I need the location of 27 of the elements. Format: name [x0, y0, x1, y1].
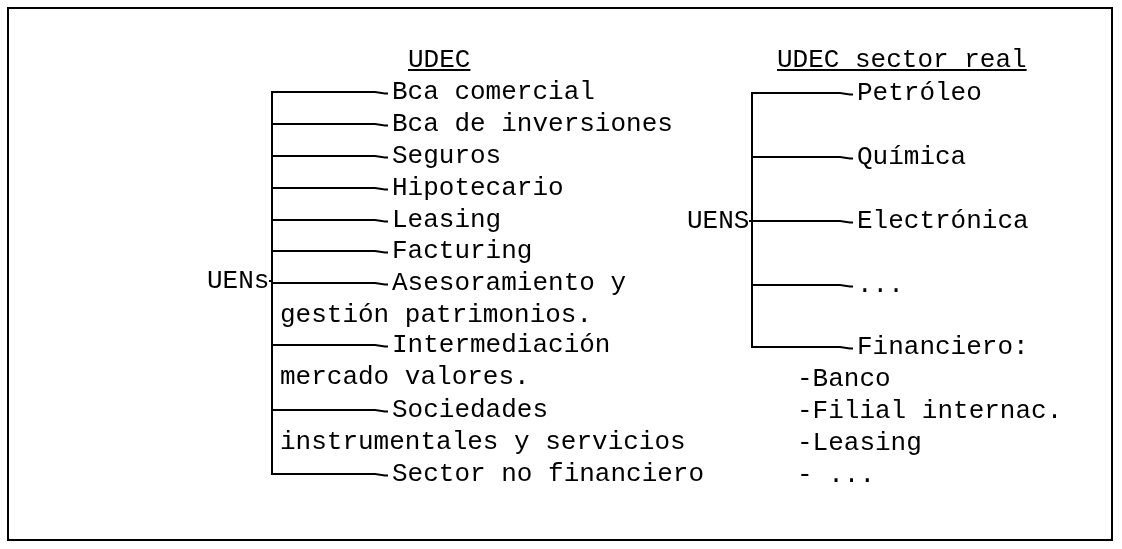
list-item: - ... — [797, 459, 875, 491]
list-item: -Filial internac. — [797, 395, 1063, 427]
branch-label: Financiero: — [856, 331, 1029, 363]
tree-connector — [268, 250, 389, 282]
branch-label: Facturing — [392, 235, 533, 267]
branch-label: Química — [857, 141, 967, 173]
root-label: UENs — [207, 265, 270, 297]
branch-label: Asesoramiento y gestión patrimonios. — [280, 267, 700, 331]
branch-label: Bca comercial — [392, 76, 595, 108]
heading: UDEC sector real — [777, 44, 1027, 76]
branch-label: ... — [857, 269, 904, 301]
branch-label: Intermediación mercado valores. — [280, 329, 700, 393]
branch-label: Sector no financiero — [392, 458, 705, 490]
tree-connector — [268, 280, 389, 477]
list-item: -Banco — [797, 363, 891, 395]
root-label: UENS — [687, 205, 750, 237]
branch-label: Leasing — [392, 204, 502, 236]
branch-label: Seguros — [392, 140, 502, 172]
tree-connector — [748, 220, 854, 350]
branch-label: Sociedades instrumentales y servicios — [280, 394, 700, 458]
branch-label: Petróleo — [857, 77, 982, 109]
list-item: -Leasing — [797, 427, 922, 459]
tree-connector — [748, 156, 854, 222]
branch-label: Hipotecario — [392, 172, 564, 204]
branch-label: Electrónica — [857, 205, 1029, 237]
heading: UDEC — [408, 44, 471, 76]
branch-label: Bca de inversiones — [392, 108, 673, 140]
